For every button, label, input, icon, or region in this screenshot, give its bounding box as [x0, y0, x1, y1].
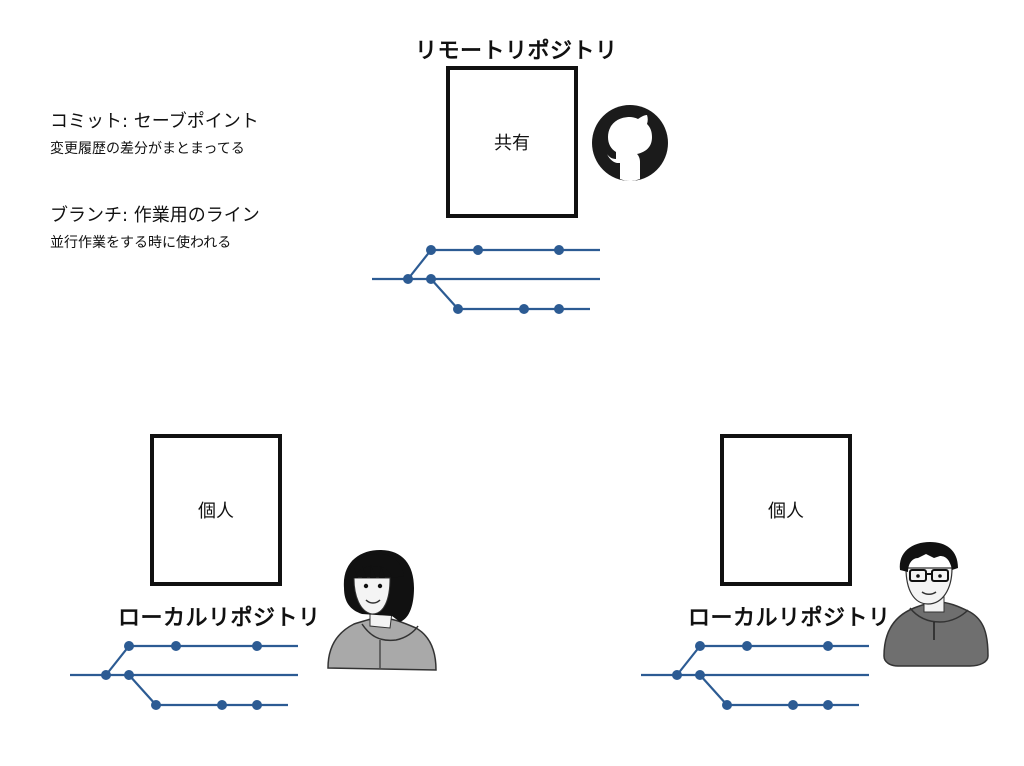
commit-dot [742, 641, 752, 651]
remote-repository-title: リモートリポジトリ [415, 39, 618, 64]
remote-branch-graph [372, 245, 600, 314]
local-branch-graph-left [70, 641, 298, 710]
branch-legend-desc: 並行作業をする時に使われる [50, 235, 232, 251]
local-repository-box-label-left: 個人 [198, 501, 234, 522]
commit-dot [823, 641, 833, 651]
commit-dot [473, 245, 483, 255]
commit-dot [171, 641, 181, 651]
lower-branch-fork [128, 674, 157, 706]
man-avatar-icon [883, 542, 989, 667]
commit-dot [252, 700, 262, 710]
commit-dot [426, 274, 436, 284]
commit-dot [554, 304, 564, 314]
commit-dot [695, 641, 705, 651]
commit-dot [519, 304, 529, 314]
commit-dot [722, 700, 732, 710]
commit-dot [151, 700, 161, 710]
commit-dot [124, 670, 134, 680]
local-repository-box-right: 個人 [720, 434, 852, 586]
local-repository-title-left: ローカルリポジトリ [118, 606, 321, 631]
commit-dot [403, 274, 413, 284]
commit-dot [426, 245, 436, 255]
local-repository-title-right: ローカルリポジトリ [688, 606, 891, 631]
lower-branch-fork [430, 278, 459, 310]
remote-repository-box-label: 共有 [494, 133, 530, 154]
commit-dot [823, 700, 833, 710]
commit-dot [252, 641, 262, 651]
woman-avatar-icon [327, 550, 437, 671]
commit-dot [101, 670, 111, 680]
commit-dot [788, 700, 798, 710]
commit-legend-title: コミット: セーブポイント [50, 111, 259, 132]
local-repository-box-label-right: 個人 [768, 501, 804, 522]
commit-dot [695, 670, 705, 680]
branch-legend-title: ブランチ: 作業用のライン [50, 205, 260, 226]
commit-dot [453, 304, 463, 314]
local-branch-graph-right [641, 641, 869, 710]
remote-repository-box: 共有 [446, 66, 578, 218]
lower-branch-fork [699, 674, 728, 706]
local-repository-box-left: 個人 [150, 434, 282, 586]
commit-dot [554, 245, 564, 255]
upper-branch-fork [105, 645, 130, 676]
commit-legend-desc: 変更履歴の差分がまとまってる [50, 141, 245, 157]
commit-dot [124, 641, 134, 651]
commit-dot [217, 700, 227, 710]
upper-branch-fork [676, 645, 701, 676]
github-icon [592, 105, 668, 181]
commit-dot [672, 670, 682, 680]
upper-branch-fork [407, 249, 432, 280]
